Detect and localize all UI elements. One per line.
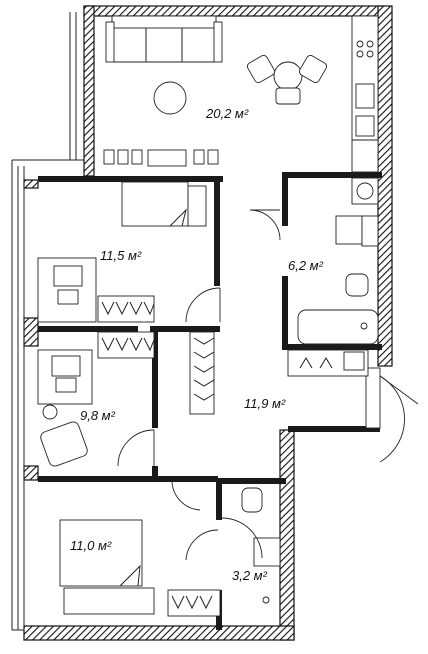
desk-2 [37,349,93,405]
wc-fixtures [221,487,281,604]
entrance-door [365,367,419,463]
windows [11,12,84,631]
wardrobe-2 [97,331,215,415]
bed-3 [59,519,155,615]
radiator-chairs [103,149,219,167]
interior-walls [38,172,382,630]
area-wc: 3,2 м² [232,568,268,583]
bed-1 [121,181,207,227]
area-bedroom-2: 9,8 м² [80,408,116,423]
kitchen-counter [351,15,379,173]
wardrobe-3 [167,589,221,617]
armchairs [246,54,328,105]
door-bedroom-2 [117,429,155,467]
door-bedroom-1 [185,287,221,323]
area-bedroom-1: 11,5 м² [100,248,142,263]
area-bedroom-3: 11,0 м² [70,538,112,553]
door-bedroom-3 [171,481,219,561]
round-table [153,81,187,115]
door-hall-top [249,209,281,241]
area-bathroom: 6,2 м² [288,258,324,273]
bathroom-fixtures [297,177,379,345]
hall-closet [287,349,369,377]
area-living-kitchen: 20,2 м² [205,106,249,121]
armchair-2 [40,404,88,467]
area-hall: 11,9 м² [244,396,286,411]
desk-1 [37,257,97,323]
wardrobe-1 [97,295,155,323]
sofa [105,15,223,63]
